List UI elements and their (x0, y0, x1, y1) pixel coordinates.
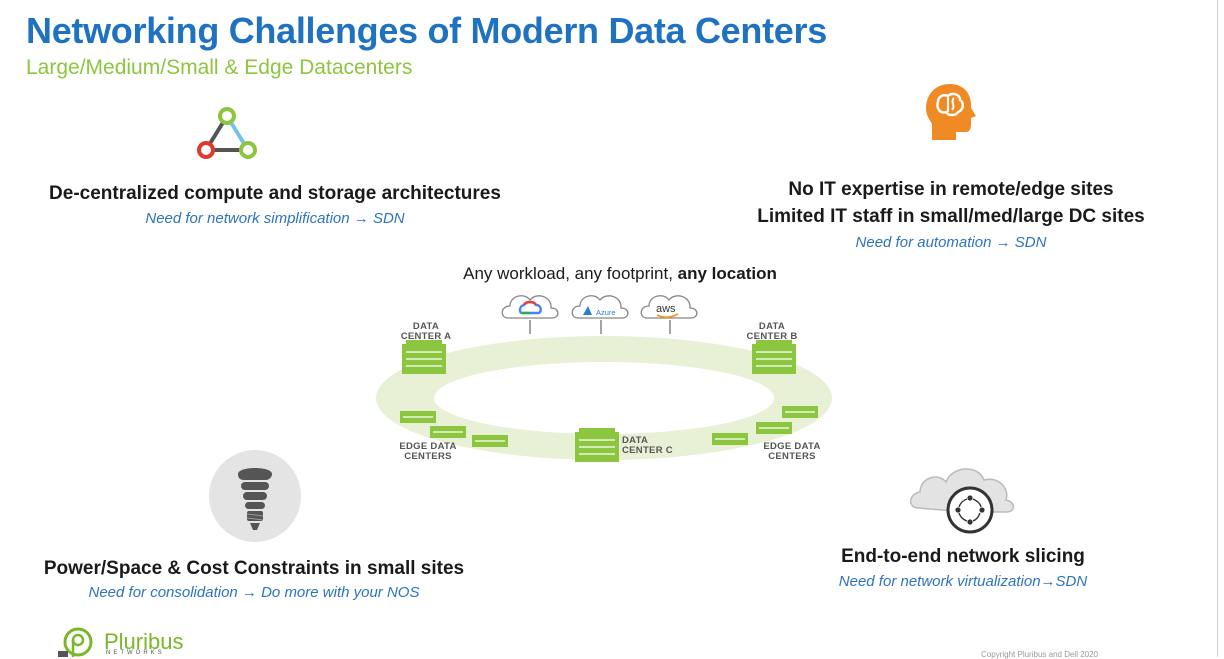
dc-c-line1: DATA (622, 435, 649, 446)
dc-a-line1: DATA (412, 321, 440, 332)
ring-inner (434, 362, 774, 434)
edge-right-label: EDGE DATA CENTERS (758, 442, 826, 462)
azure-label: Azure (596, 308, 616, 317)
cloud-slicing-icon (910, 468, 1015, 534)
caption-bold: any location (677, 264, 777, 283)
pluribus-logo-text: Pluribus (104, 629, 184, 654)
consolidation-note: Need for consolidation → Do more with yo… (88, 584, 420, 601)
edge-left-line2: CENTERS (404, 451, 452, 462)
edge-left-line1: EDGE DATA (399, 441, 457, 452)
dc-a-line2: CENTER A (400, 331, 452, 342)
brain-head-icon (926, 84, 976, 140)
dc-b-line2: CENTER B (746, 331, 798, 342)
page-subtitle: Large/Medium/Small & Edge Datacenters (26, 56, 413, 79)
aws-cloud-icon: aws (640, 295, 698, 319)
pluribus-logo-icon (58, 627, 93, 657)
it-staff-title: Limited IT staff in small/med/large DC s… (757, 206, 1145, 227)
edge-right-line2: CENTERS (768, 451, 816, 462)
data-center-c-building (575, 428, 619, 462)
pluribus-logo-subtext: NETWORKS (106, 650, 165, 656)
data-center-a-building (402, 340, 446, 374)
automation-note: Need for automation → SDN (855, 234, 1047, 251)
lightbulb-icon (209, 450, 301, 542)
power-space-title: Power/Space & Cost Constraints in small … (43, 558, 465, 579)
dc-b-line1: DATA (758, 321, 786, 332)
right-edge-divider (1217, 0, 1218, 657)
azure-cloud-icon: Azure (571, 295, 629, 319)
virtualization-note: Need for network virtualization→SDN (838, 573, 1088, 590)
data-center-b-label: DATA CENTER B (744, 322, 800, 342)
edge-right-line1: EDGE DATA (763, 441, 821, 452)
copyright-text: Copyright Pluribus and Dell 2020 (981, 650, 1098, 659)
data-center-c-label: DATA CENTER C (622, 436, 682, 456)
data-center-a-label: DATA CENTER A (398, 322, 454, 342)
edge-left-label: EDGE DATA CENTERS (394, 442, 462, 462)
it-expertise-title: No IT expertise in remote/edge sites (788, 179, 1114, 200)
page-title: Networking Challenges of Modern Data Cen… (26, 10, 827, 51)
decentralized-title: De-centralized compute and storage archi… (49, 183, 501, 204)
google-cloud-icon (501, 295, 559, 319)
dc-c-line2: CENTER C (622, 445, 673, 456)
caption-regular: Any workload, any footprint, (463, 264, 678, 283)
decentralized-note: Need for network simplification → SDN (145, 210, 405, 227)
network-triangle-icon (197, 107, 257, 159)
diagram-caption: Any workload, any footprint, any locatio… (0, 264, 1224, 284)
data-center-b-building (752, 340, 796, 374)
network-slicing-title: End-to-end network slicing (841, 546, 1085, 567)
aws-label: aws (656, 303, 676, 315)
